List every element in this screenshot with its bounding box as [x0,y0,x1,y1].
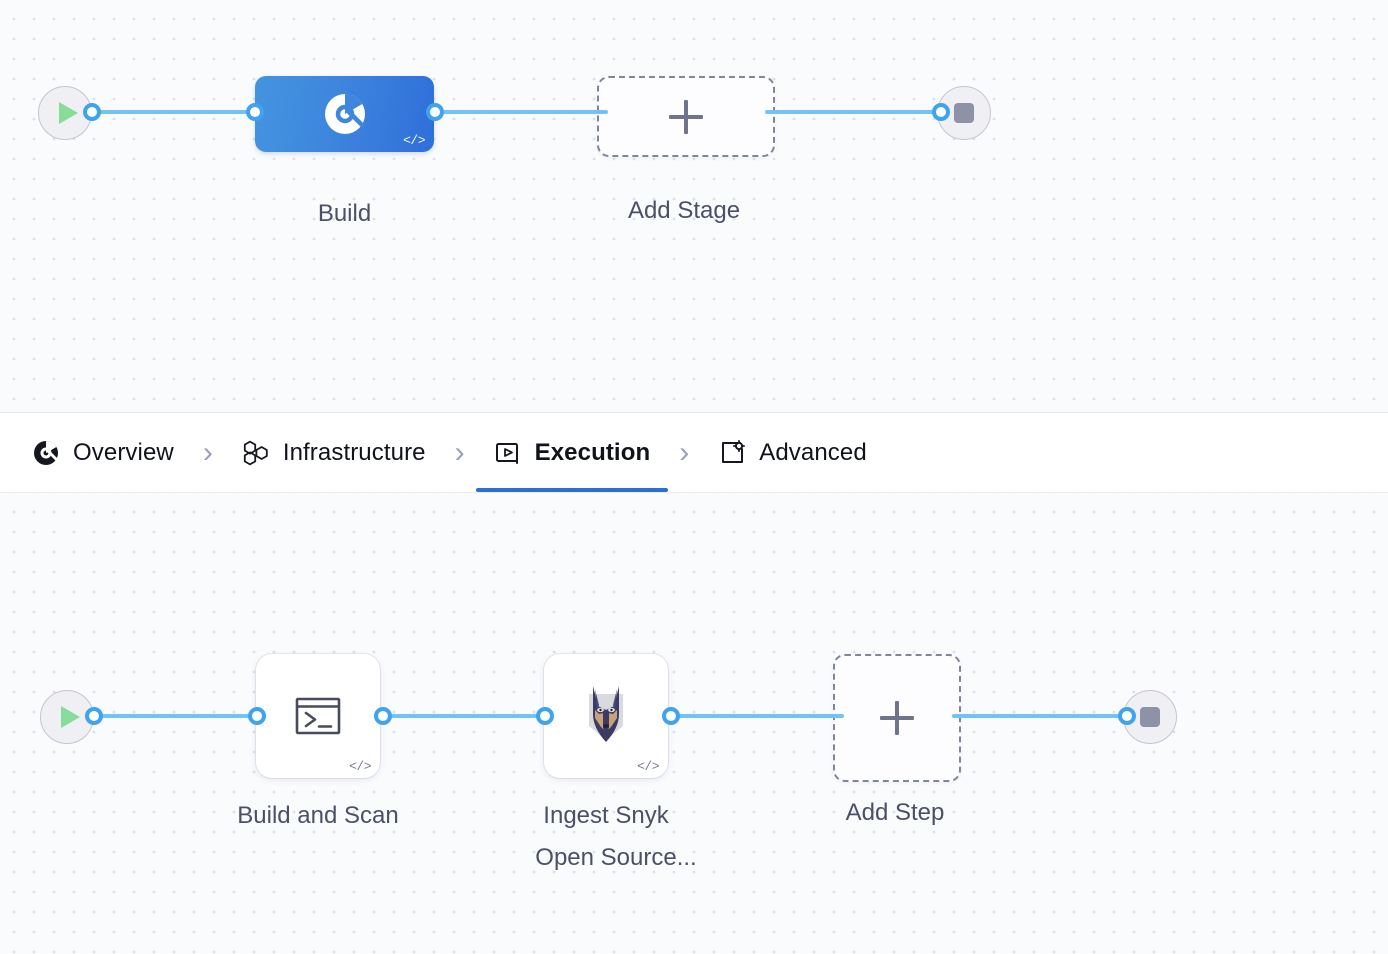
stage-build[interactable]: </> [255,76,434,152]
execution-start-output-port[interactable] [85,707,103,725]
build-and-scan-input-port[interactable] [248,707,266,725]
plus-icon [669,99,703,134]
build-output-port[interactable] [426,103,444,121]
add-step-label: Add Step [845,799,945,826]
tab-separator-2: › [454,435,465,469]
tab-execution[interactable]: Execution [475,413,668,492]
step-build-and-scan[interactable]: </> [256,654,380,778]
plus-icon [880,701,914,735]
stage-build-label: Build [317,200,372,227]
tab-overview[interactable]: Overview [30,413,176,492]
build-and-scan-output-port[interactable] [374,707,392,725]
snyk-input-port[interactable] [536,707,554,725]
add-stage-label: Add Stage [627,197,741,224]
build-circle-icon [324,94,365,134]
stop-icon [1140,707,1160,727]
tab-infrastructure[interactable]: Infrastructure [240,413,428,492]
snyk-doberman-icon [589,686,623,742]
connector-start-to-buildscan [94,714,266,718]
connector-addstep-to-end [952,714,1132,718]
connector-addstage-to-end [765,110,945,114]
step-snyk-label-line2: Open Source... [535,844,697,871]
connector-buildscan-to-snyk [380,714,552,718]
tab-separator-3: › [679,435,690,469]
connector-start-to-build [92,110,264,114]
play-icon [58,102,78,124]
code-badge: </> [349,759,371,774]
overview-circle-icon [34,440,58,465]
tab-advanced[interactable]: Advanced [716,413,869,492]
end-input-port[interactable] [932,103,950,121]
terminal-icon [295,697,341,735]
code-badge: </> [403,133,425,148]
add-step-node[interactable] [833,654,961,782]
step-snyk-label-line1: Ingest Snyk [543,802,669,829]
tab-separator-1: › [202,435,213,469]
connector-build-to-addstage [430,110,608,114]
snyk-output-port[interactable] [662,707,680,725]
tab-infrastructure-label: Infrastructure [282,438,426,466]
start-output-port[interactable] [83,103,101,121]
tab-execution-label: Execution [534,438,651,466]
step-build-and-scan-label: Build and Scan [237,802,399,829]
play-icon [60,706,80,728]
gear-frame-icon [722,439,746,463]
execution-end-input-port[interactable] [1118,707,1136,725]
play-box-icon [495,442,518,464]
stop-icon [954,103,974,123]
section-tabs[interactable]: Overview › Infrastructure › Execution › [0,412,1388,493]
tab-overview-label: Overview [73,438,174,466]
connector-snyk-to-addstep [666,714,844,718]
tab-advanced-label: Advanced [759,438,867,466]
step-ingest-snyk-open-source[interactable]: </> [544,654,668,778]
code-badge: </> [637,759,659,774]
hexagons-icon [243,440,268,465]
stage-canvas[interactable]: </> Build Add Stage [0,0,1388,412]
step-canvas[interactable]: </> Build and Scan </ [0,493,1388,954]
add-stage-node[interactable] [597,76,775,157]
build-input-port[interactable] [246,103,264,121]
